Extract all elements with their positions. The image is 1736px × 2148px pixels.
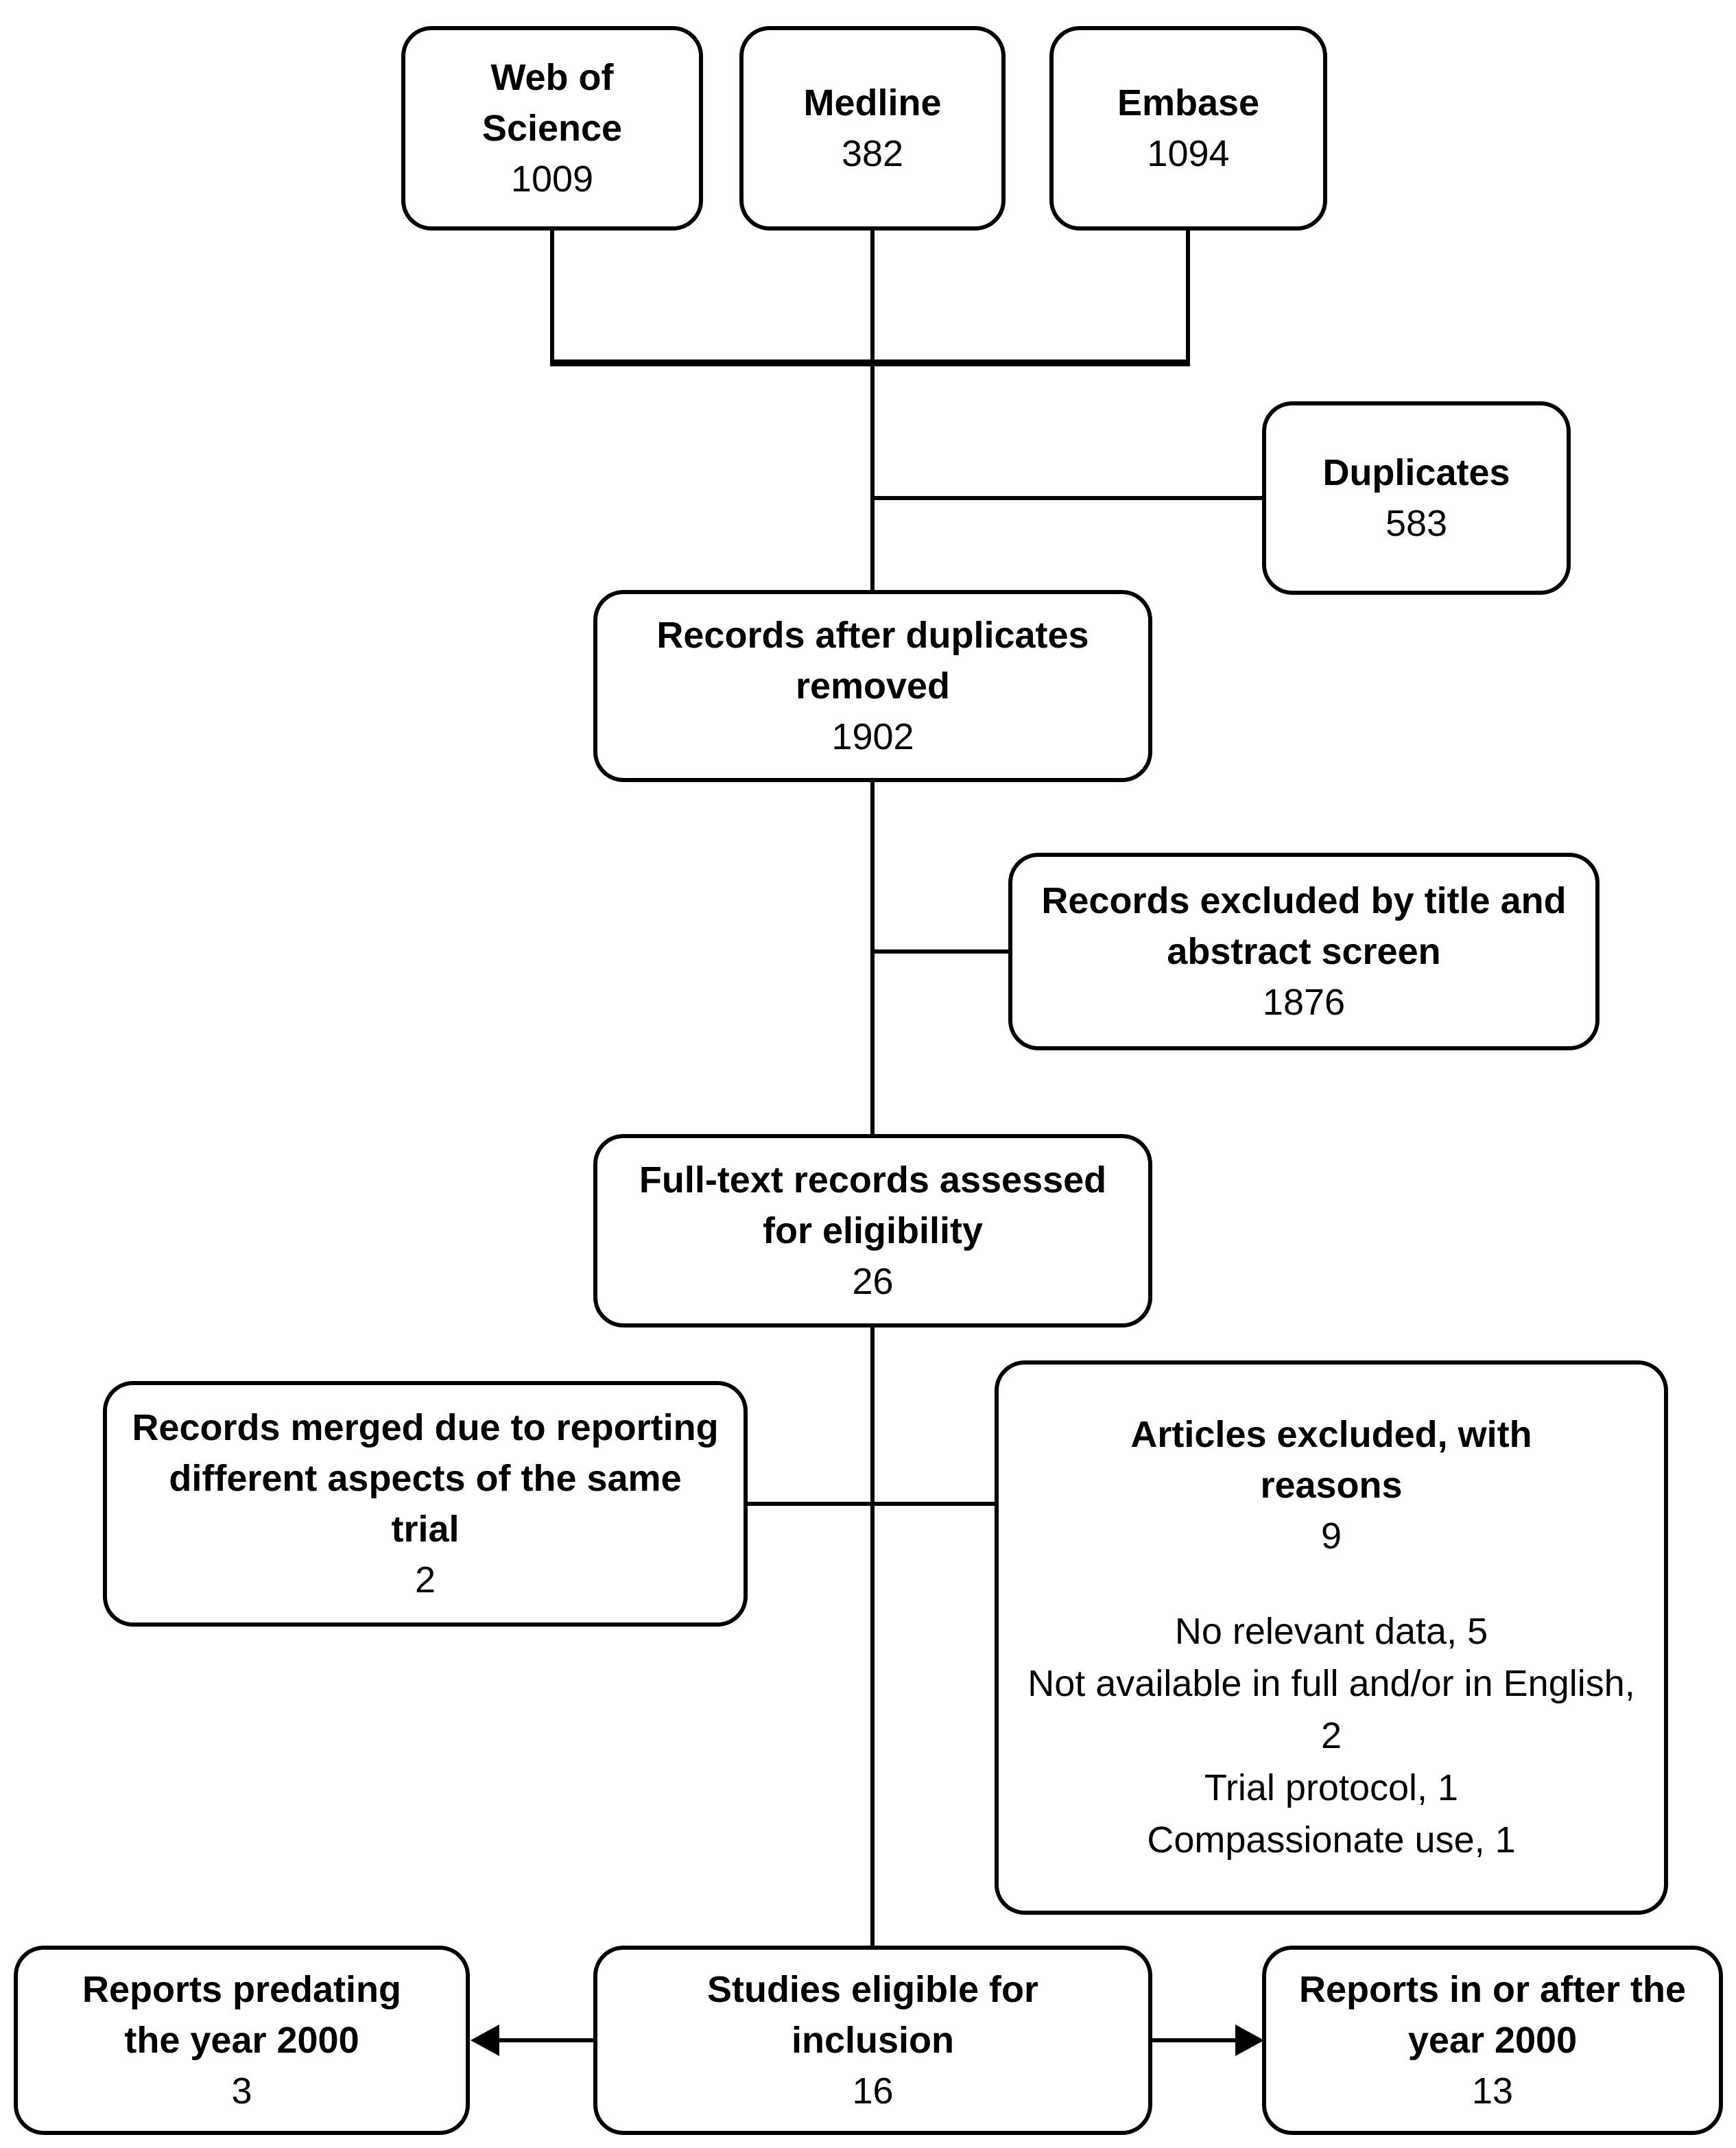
box-studies-eligible: Studies eligible for inclusion 16 xyxy=(593,1946,1152,2135)
records-excluded-label: Records excluded by title and abstract s… xyxy=(1041,880,1567,972)
connector-sources-horizontal xyxy=(550,359,1190,366)
box-reports-predating-2000: Reports predating the year 2000 3 xyxy=(14,1946,470,2135)
connector-excluded-branch xyxy=(872,949,1008,954)
reports-after-count: 13 xyxy=(1471,2070,1514,2112)
box-full-text-assessed: Full-text records assessed for eligibili… xyxy=(593,1134,1152,1327)
records-excluded-count: 1876 xyxy=(1262,982,1346,1023)
articles-excluded-count: 9 xyxy=(1320,1515,1342,1557)
medline-count: 382 xyxy=(841,133,904,174)
studies-eligible-count: 16 xyxy=(852,2070,894,2112)
medline-label: Medline xyxy=(803,82,942,123)
box-records-merged: Records merged due to reporting differen… xyxy=(103,1381,748,1627)
box-reports-in-or-after-2000: Reports in or after the year 2000 13 xyxy=(1262,1946,1723,2135)
box-articles-excluded: Articles excluded, with reasons 9 No rel… xyxy=(995,1360,1668,1915)
right-arrowhead-icon xyxy=(1235,2025,1264,2056)
studies-eligible-label: Studies eligible for inclusion xyxy=(706,1969,1039,2061)
connector-center-spine xyxy=(870,228,875,1947)
box-records-after-duplicates: Records after duplicates removed 1902 xyxy=(593,590,1152,782)
records-merged-count: 2 xyxy=(414,1559,436,1601)
connector-web-of-science-stub xyxy=(550,228,554,365)
connector-arrow-left-line xyxy=(497,2038,594,2042)
box-embase: Embase 1094 xyxy=(1049,26,1327,231)
connector-duplicates-branch xyxy=(872,496,1262,500)
reports-after-label: Reports in or after the year 2000 xyxy=(1298,1969,1687,2061)
duplicates-label: Duplicates xyxy=(1322,452,1510,493)
connector-merged-articles-branch xyxy=(746,1502,996,1506)
full-text-assessed-label: Full-text records assessed for eligibili… xyxy=(639,1159,1107,1251)
records-merged-label: Records merged due to reporting differen… xyxy=(132,1407,719,1550)
full-text-assessed-count: 26 xyxy=(852,1261,894,1302)
embase-label: Embase xyxy=(1117,82,1260,123)
reports-predating-label: Reports predating the year 2000 xyxy=(82,1969,402,2061)
box-web-of-science: Web of Science 1009 xyxy=(401,26,703,231)
web-of-science-count: 1009 xyxy=(510,158,594,200)
records-after-duplicates-label: Records after duplicates removed xyxy=(656,615,1089,707)
box-duplicates: Duplicates 583 xyxy=(1262,401,1571,595)
exclusion-reason: No relevant data, 5 xyxy=(1174,1611,1488,1652)
records-after-duplicates-count: 1902 xyxy=(831,716,914,757)
connector-embase-stub xyxy=(1186,228,1190,365)
reports-predating-count: 3 xyxy=(231,2070,252,2112)
connector-arrow-right-line xyxy=(1152,2038,1237,2042)
web-of-science-label: Web of Science xyxy=(481,57,623,149)
articles-excluded-reasons: No relevant data, 5 Not available in ful… xyxy=(1016,1605,1647,1866)
exclusion-reason: Trial protocol, 1 xyxy=(1204,1767,1459,1808)
box-medline: Medline 382 xyxy=(739,26,1006,231)
duplicates-count: 583 xyxy=(1385,503,1448,544)
exclusion-reason: Compassionate use, 1 xyxy=(1147,1819,1516,1861)
exclusion-reason: Not available in full and/or in English,… xyxy=(1027,1663,1635,1756)
articles-excluded-label: Articles excluded, with reasons xyxy=(1130,1414,1532,1506)
embase-count: 1094 xyxy=(1147,133,1230,174)
left-arrowhead-icon xyxy=(471,2025,499,2056)
box-records-excluded: Records excluded by title and abstract s… xyxy=(1008,853,1600,1050)
